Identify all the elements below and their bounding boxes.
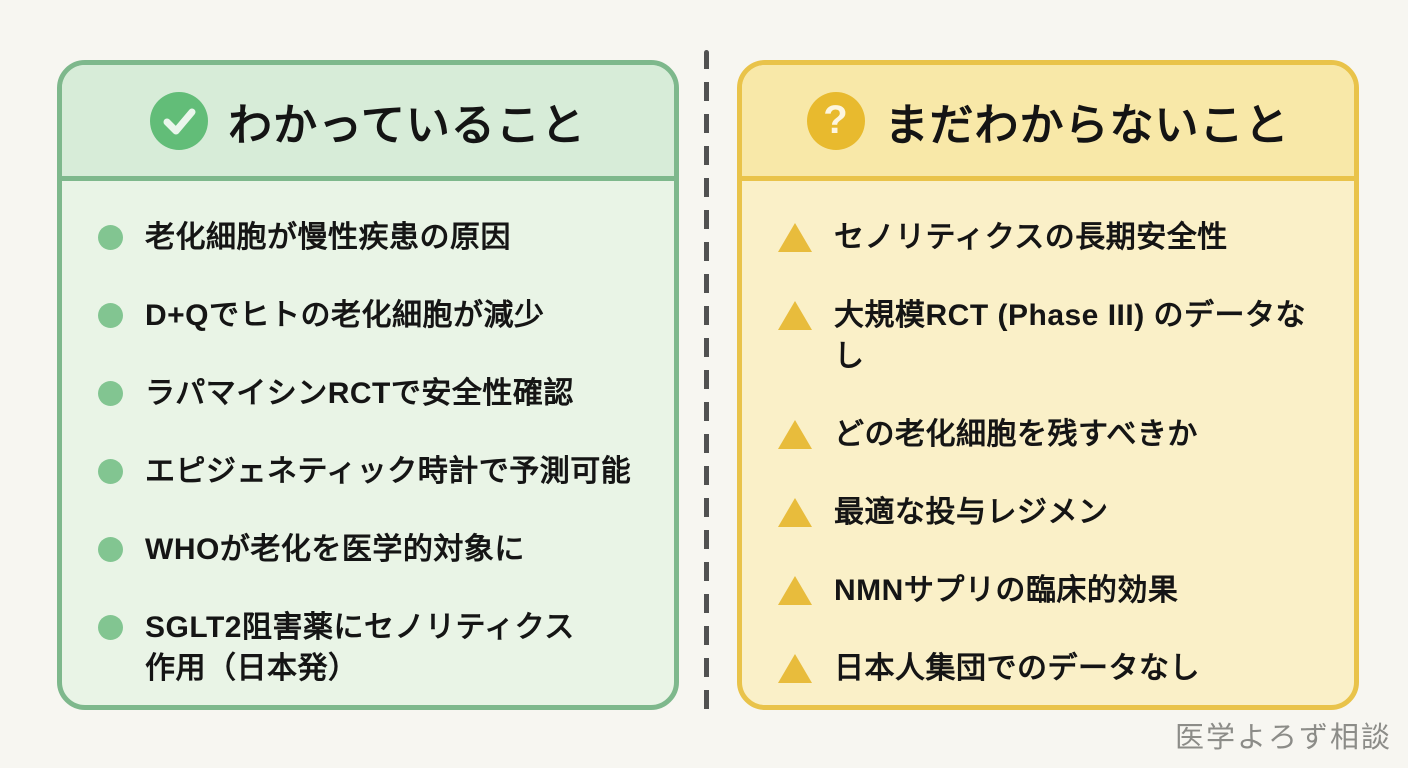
- warning-triangle-icon: [778, 576, 812, 605]
- unknown-panel: ? まだわからないこと セノリティクスの長期安全性 大規模RCT (Phase …: [737, 60, 1359, 710]
- warning-triangle-icon: [778, 301, 812, 330]
- bullet-dot-icon: [98, 225, 123, 250]
- unknown-item-text: 最適な投与レジメン: [834, 496, 1109, 529]
- dashed-divider: [704, 50, 709, 722]
- check-circle-icon: [150, 91, 209, 150]
- known-item-text: 老化細胞が慢性疾患の原因: [145, 221, 511, 254]
- bullet-dot-icon: [98, 615, 123, 640]
- unknown-list-item: セノリティクスの長期安全性: [778, 217, 1328, 258]
- unknown-item-text: どの老化細胞を残すべきか: [834, 418, 1198, 451]
- known-panel-title: わかっていること: [228, 100, 586, 150]
- known-item-text: D+Qでヒトの老化細胞が減少: [145, 299, 545, 332]
- known-list-item: ラパマイシンRCTで安全性確認: [98, 373, 648, 414]
- known-list-item: SGLT2阻害薬にセノリティクス 作用（日本発）: [98, 607, 648, 689]
- known-item-text: WHOが老化を医学的対象に: [145, 533, 525, 566]
- bullet-dot-icon: [98, 537, 123, 562]
- watermark-credit: 医学よろず相談: [1174, 722, 1392, 754]
- known-item-text: ラパマイシンRCTで安全性確認: [145, 377, 574, 410]
- question-circle-icon: ?: [806, 91, 865, 150]
- bullet-dot-icon: [98, 459, 123, 484]
- unknown-panel-header: ? まだわからないこと: [742, 65, 1354, 181]
- known-item-text: エピジェネティック時計で予測可能: [145, 455, 632, 488]
- unknown-item-text: セノリティクスの長期安全性: [834, 221, 1228, 254]
- unknown-item-text: 日本人集団でのデータなし: [834, 652, 1200, 685]
- warning-triangle-icon: [778, 420, 812, 449]
- unknown-list-item: 日本人集団でのデータなし: [778, 648, 1328, 689]
- unknown-item-text: NMNサプリの臨床的効果: [834, 574, 1179, 607]
- unknown-list-item: どの老化細胞を残すべきか: [778, 414, 1328, 455]
- unknown-item-text: 大規模RCT (Phase III) のデータなし: [834, 299, 1307, 373]
- unknown-list-item: 大規模RCT (Phase III) のデータなし: [778, 295, 1328, 377]
- warning-triangle-icon: [778, 223, 812, 252]
- known-list-item: エピジェネティック時計で予測可能: [98, 451, 648, 492]
- question-glyph: ?: [823, 97, 848, 142]
- warning-triangle-icon: [778, 498, 812, 527]
- known-panel: わかっていること 老化細胞が慢性疾患の原因 D+Qでヒトの老化細胞が減少 ラパマ…: [57, 60, 679, 710]
- unknown-panel-title: まだわからないこと: [884, 100, 1290, 150]
- warning-triangle-icon: [778, 654, 812, 683]
- unknown-list-item: 最適な投与レジメン: [778, 492, 1328, 533]
- known-item-list: 老化細胞が慢性疾患の原因 D+Qでヒトの老化細胞が減少 ラパマイシンRCTで安全…: [62, 181, 674, 689]
- unknown-item-list: セノリティクスの長期安全性 大規模RCT (Phase III) のデータなし …: [742, 181, 1354, 689]
- bullet-dot-icon: [98, 303, 123, 328]
- known-list-item: 老化細胞が慢性疾患の原因: [98, 217, 648, 258]
- known-list-item: D+Qでヒトの老化細胞が減少: [98, 295, 648, 336]
- bullet-dot-icon: [98, 381, 123, 406]
- known-list-item: WHOが老化を医学的対象に: [98, 529, 648, 570]
- unknown-list-item: NMNサプリの臨床的効果: [778, 570, 1328, 611]
- known-panel-header: わかっていること: [62, 65, 674, 181]
- known-item-text: SGLT2阻害薬にセノリティクス 作用（日本発）: [145, 611, 575, 685]
